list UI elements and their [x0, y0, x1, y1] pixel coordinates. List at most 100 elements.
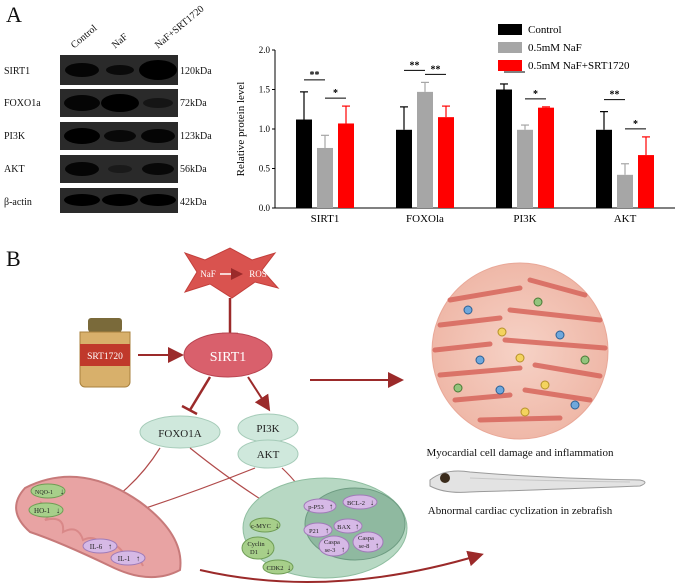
mito-ho1: HO-1	[34, 507, 50, 515]
legend-swatch	[498, 42, 522, 53]
sig-mark: **	[610, 90, 620, 101]
sirt1-text: SIRT1	[210, 350, 247, 365]
y-tick-label: 0.5	[259, 164, 271, 174]
x-tick-label: AKT	[614, 213, 637, 225]
legend-label: 0.5mM NaF+SRT1720	[528, 60, 630, 72]
svg-text:↓: ↓	[266, 547, 270, 556]
bar	[317, 147, 333, 208]
bar	[617, 174, 633, 208]
svg-text:↓: ↓	[275, 521, 279, 530]
bar	[638, 155, 654, 208]
legend-swatch	[498, 24, 522, 35]
x-tick-label: FOXOla	[406, 213, 444, 225]
srt1720-bottle: SRT1720	[79, 318, 131, 388]
blot-kda-akt: 56kDa	[180, 164, 207, 175]
cell-pp53: p-P53	[308, 504, 324, 511]
lane-label-naf-srt1720: NaF+SRT1720	[152, 3, 207, 52]
blot-kda-foxo1a: 72kDa	[180, 98, 207, 109]
blot-kda-bactin: 42kDa	[180, 197, 207, 208]
star-naf-text: NaF	[200, 269, 216, 279]
bar	[538, 107, 554, 208]
sig-mark: **	[310, 70, 320, 81]
blot-bands	[60, 55, 178, 213]
mitochondrion: NQO-1 ↓ HO-1 ↓ IL-6 ↑ IL-1 ↑	[15, 475, 182, 579]
myocardial-tissue	[431, 262, 609, 440]
star-ros-text: ROS	[249, 269, 267, 279]
legend-swatch	[498, 60, 522, 71]
legend-label: 0.5mM NaF	[528, 42, 582, 54]
akt-node	[237, 439, 299, 469]
bar	[496, 89, 512, 208]
svg-text:↓: ↓	[370, 498, 374, 507]
mito-il6: IL-6	[90, 543, 103, 551]
mito-nqo1: NQO-1	[35, 490, 53, 496]
cell-cdk2: CDK2	[267, 565, 284, 572]
svg-text:↑: ↑	[108, 542, 112, 551]
mito-il1: IL-1	[118, 555, 131, 563]
bar	[596, 129, 612, 208]
cell-casp8-b: se-8	[359, 543, 370, 550]
cell-p21: P21	[309, 528, 319, 535]
svg-text:↑: ↑	[341, 545, 345, 554]
bar	[438, 117, 454, 208]
bar	[338, 123, 354, 208]
foxo1a-text: FOXO1A	[158, 428, 201, 440]
sirt1-node	[183, 332, 273, 378]
panel-a-label: A	[6, 2, 22, 27]
svg-text:↑: ↑	[355, 522, 359, 531]
bar	[396, 129, 412, 208]
svg-text:↑: ↑	[136, 554, 140, 563]
sig-mark: **	[431, 64, 441, 75]
svg-text:↑: ↑	[375, 541, 379, 550]
cell-casp8-a: Caspa	[358, 535, 374, 542]
cell-bax: BAX	[337, 524, 351, 531]
blot-row-label-pi3k: PI3K	[4, 131, 26, 142]
y-tick-label: 1.0	[259, 124, 271, 134]
legend-label: Control	[528, 24, 562, 36]
blot-row-label-sirt1: SIRT1	[4, 66, 31, 77]
y-axis-label: Relative protein level	[235, 82, 247, 177]
blot-kda-pi3k: 123kDa	[180, 131, 212, 142]
tissue-caption: Myocardial cell damage and inflammation	[427, 447, 614, 459]
blot-row-label-foxo1a: FOXO1a	[4, 98, 41, 109]
cell-casp3-b: se-3	[325, 547, 336, 554]
x-tick-label: PI3K	[513, 213, 536, 225]
cell-cyclin-b: D1	[250, 549, 258, 556]
svg-text:↓: ↓	[287, 563, 291, 572]
blot-kda-sirt1: 120kDa	[180, 66, 212, 77]
y-tick-label: 0.0	[259, 203, 271, 213]
x-tick-label: SIRT1	[311, 213, 340, 225]
pathway-diagram: NaF ROS SRT1720 SIRT1 FOXO1A PI3K AKT NQ…	[15, 247, 646, 583]
svg-text:↑: ↑	[325, 526, 329, 535]
svg-text:↓: ↓	[56, 506, 60, 515]
sig-mark: *	[533, 89, 538, 100]
cell-cmyc: c-MYC	[251, 523, 271, 530]
blot-row-label-akt: AKT	[4, 164, 25, 175]
sig-mark: **	[410, 60, 420, 71]
foxo1a-node	[139, 415, 221, 449]
zebrafish	[429, 470, 646, 493]
sig-mark: *	[633, 119, 638, 130]
cell: c-MYC ↓ Cyclin D1 ↓ CDK2 ↓ p-P53 ↑ BCL-2…	[241, 477, 408, 579]
y-tick-label: 2.0	[259, 45, 271, 55]
cell-bcl2: BCL-2	[347, 500, 365, 507]
akt-text: AKT	[257, 449, 280, 461]
sig-mark: *	[333, 88, 338, 99]
panel-b-label: B	[6, 246, 21, 271]
bar	[417, 91, 433, 208]
lane-label-control: Control	[68, 22, 100, 51]
pi3k-text: PI3K	[256, 423, 279, 435]
cell-cyclin-a: Cyclin	[247, 541, 265, 548]
blot-row-label-bactin: β-actin	[4, 197, 32, 208]
zebrafish-caption: Abnormal cardiac cyclization in zebrafis…	[428, 505, 613, 517]
bar	[517, 129, 533, 208]
bottle-label: SRT1720	[87, 352, 123, 362]
svg-text:↓: ↓	[60, 487, 64, 496]
svg-text:↑: ↑	[329, 502, 333, 511]
lane-label-naf: NaF	[109, 31, 131, 51]
cell-casp3-a: Caspa	[324, 539, 340, 546]
naf-ros-star: NaF ROS	[183, 247, 280, 299]
bar	[296, 119, 312, 208]
y-tick-label: 1.5	[259, 85, 271, 95]
